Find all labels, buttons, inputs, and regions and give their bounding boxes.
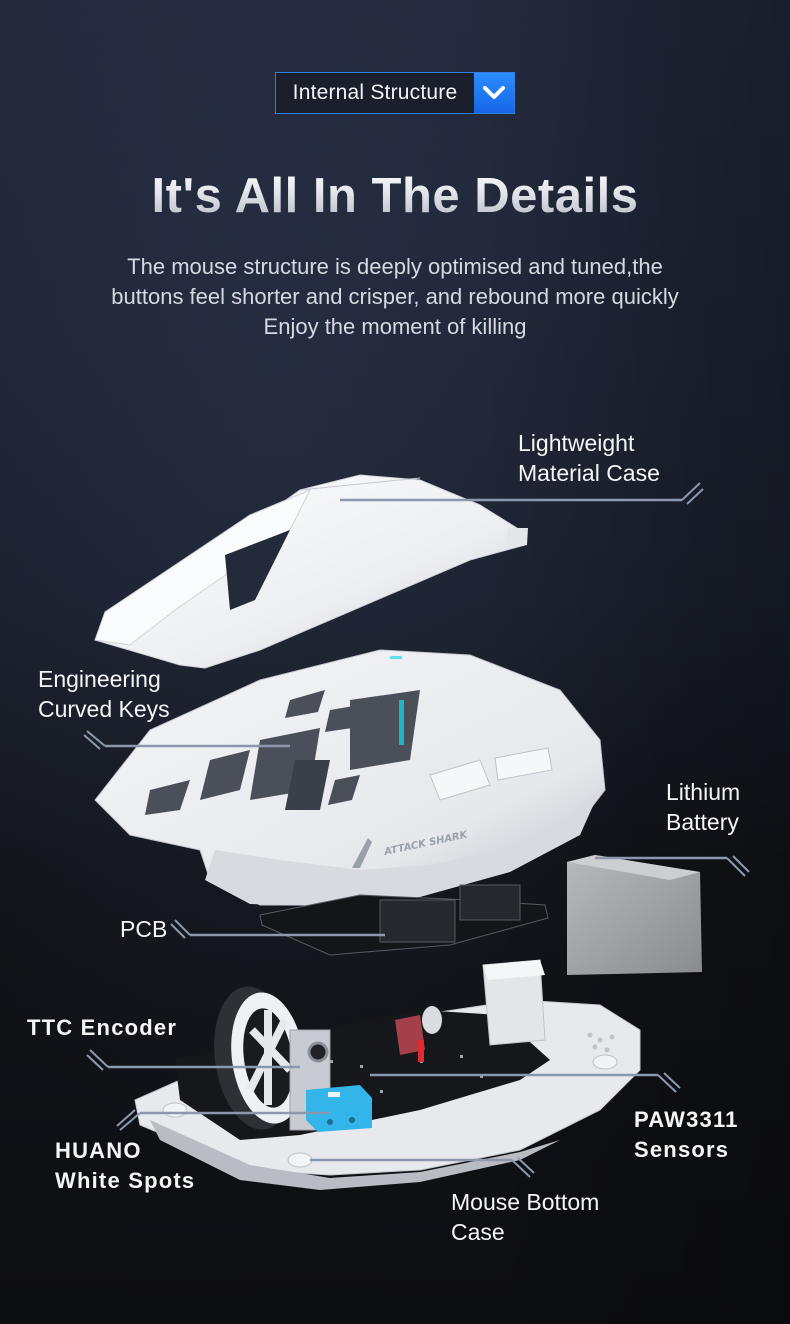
callout-line: PCB bbox=[120, 916, 168, 942]
bottom-case-part bbox=[134, 959, 641, 1190]
chevron-down-icon[interactable] bbox=[474, 73, 514, 113]
callout-line: Sensors bbox=[634, 1137, 730, 1162]
callout-line: Curved Keys bbox=[38, 696, 170, 722]
callout-curved-keys: Engineering Curved Keys bbox=[38, 664, 170, 724]
callout-top-case: Lightweight Material Case bbox=[518, 428, 660, 488]
callout-line: Case bbox=[451, 1219, 505, 1245]
callout-battery: Lithium Battery bbox=[666, 777, 740, 837]
callout-line: Material Case bbox=[518, 460, 660, 486]
subtitle-line: buttons feel shorter and crisper, and re… bbox=[111, 284, 679, 309]
callout-line: Battery bbox=[666, 809, 739, 835]
callout-line: Lithium bbox=[666, 779, 741, 805]
callout-line: White Spots bbox=[55, 1168, 196, 1193]
callout-line: Mouse Bottom bbox=[451, 1189, 600, 1215]
callout-line: Engineering bbox=[38, 666, 161, 692]
subtitle-line: Enjoy the moment of killing bbox=[263, 314, 527, 339]
section-tag-dropdown[interactable]: Internal Structure bbox=[275, 72, 515, 114]
pcb-part bbox=[259, 884, 549, 956]
callout-pcb: PCB bbox=[120, 914, 167, 944]
callout-line: TTC Encoder bbox=[27, 1015, 178, 1040]
subtitle-line: The mouse structure is deeply optimised … bbox=[127, 254, 663, 279]
battery-part bbox=[567, 855, 702, 975]
callout-sensor: PAW3311 Sensors bbox=[634, 1105, 739, 1165]
subtitle: The mouse structure is deeply optimised … bbox=[40, 252, 750, 342]
section-tag-label: Internal Structure bbox=[292, 81, 458, 104]
callout-line: PAW3311 bbox=[634, 1107, 739, 1132]
page-title: It's All In The Details bbox=[0, 168, 790, 224]
callout-switches: HUANO White Spots bbox=[55, 1136, 195, 1196]
main-body-part: ATTACK SHARK bbox=[94, 649, 606, 906]
callout-bottom-case: Mouse Bottom Case bbox=[451, 1187, 599, 1247]
callout-line: Lightweight bbox=[518, 430, 635, 456]
callout-encoder: TTC Encoder bbox=[27, 1013, 177, 1043]
leader-lines bbox=[83, 482, 750, 1178]
top-case-part bbox=[94, 474, 528, 669]
callout-line: HUANO bbox=[55, 1138, 142, 1163]
